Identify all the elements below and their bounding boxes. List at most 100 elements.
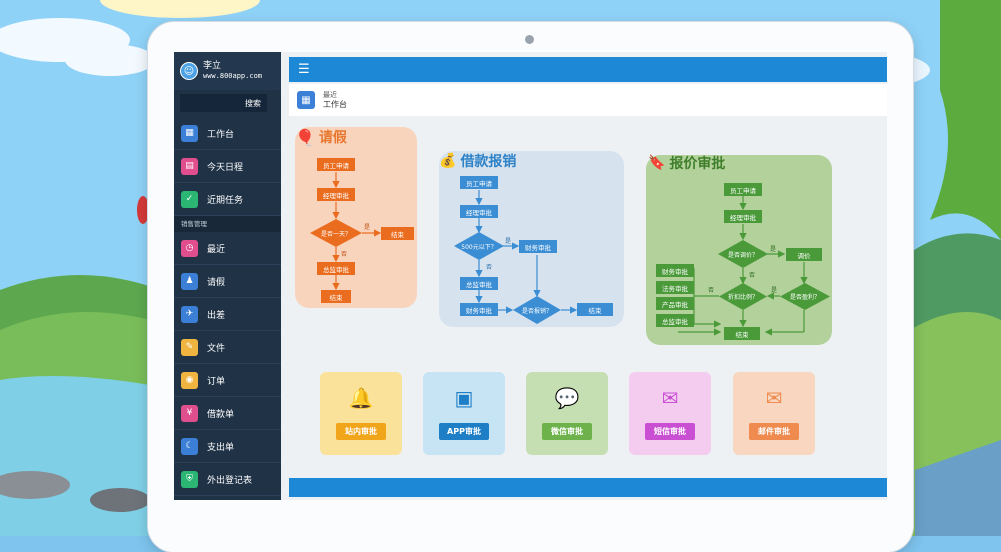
approval-card-button[interactable]: 微信审批: [542, 423, 592, 440]
order-icon: ◉: [181, 371, 198, 389]
loan-step-finance2: 财务审批: [460, 303, 498, 316]
balloon-icon: 🎈: [295, 127, 315, 147]
quote-flow-title: 🔖报价审批: [648, 153, 725, 173]
sidebar-item-label: 支出单: [207, 442, 235, 453]
quote-step-discount: 折扣比例？: [719, 283, 767, 310]
leave-decision-text: 是否一天？: [320, 230, 351, 238]
loan-step-end: 结束: [577, 303, 613, 316]
outing-icon: ⛨: [181, 470, 198, 488]
top-bar: ☰: [289, 57, 887, 82]
quote-decision-text: 是否调价？: [727, 251, 758, 259]
sidebar-item-file[interactable]: ✎文件: [174, 331, 281, 364]
sidebar-section-title: 销售管理: [174, 216, 281, 232]
quote-label-no1: 否: [749, 272, 756, 279]
sidebar-item-label: 工作台: [207, 129, 235, 140]
loan-step-director: 总监审批: [460, 277, 498, 290]
loan-step-apply: 员工申请: [460, 176, 498, 189]
quote-title-text: 报价审批: [669, 156, 726, 172]
quote-step-manager: 经理审批: [724, 210, 762, 223]
search-input[interactable]: 搜索: [180, 94, 267, 112]
sidebar-item-expense[interactable]: ☾ 支出单: [174, 430, 281, 463]
approval-card-button[interactable]: APP审批: [439, 423, 489, 440]
loan-label-yes: 是: [505, 238, 512, 245]
approval-card-bell[interactable]: 🔔站内审批: [320, 372, 402, 455]
quote-step-apply: 员工申请: [724, 183, 762, 196]
sidebar-item-outing[interactable]: ⛨ 外出登记表: [174, 463, 281, 496]
sidebar-item-loan[interactable]: ¥ 借款单: [174, 397, 281, 430]
sidebar-item-clock[interactable]: ◷最近: [174, 232, 281, 265]
quote-step-adjust: 调价: [786, 248, 822, 261]
approval-card-button[interactable]: 站内审批: [336, 423, 386, 440]
sidebar-item-label: 最近: [207, 244, 226, 255]
sidebar-item-label: 近期任务: [207, 195, 244, 206]
leave-step-end2: 结束: [321, 290, 351, 303]
search-label: 搜索: [245, 98, 261, 108]
wechat-icon: 💬: [554, 386, 580, 410]
menu-icon[interactable]: ☰: [298, 62, 310, 77]
approval-card-button[interactable]: 短信审批: [645, 423, 695, 440]
approval-card-wechat[interactable]: 💬 微信审批: [526, 372, 608, 455]
bottom-bar: [289, 478, 887, 497]
quote-step-director: 总监审批: [656, 314, 694, 327]
sidebar-item-order[interactable]: ◉订单: [174, 364, 281, 397]
user-profile[interactable]: ☺ 李立 www.800app.com: [174, 52, 281, 90]
task-icon: ✓: [181, 190, 198, 208]
loan-label-no: 否: [486, 264, 493, 271]
stamp-icon: 🔖: [648, 155, 666, 171]
approval-card-button[interactable]: 邮件审批: [749, 423, 799, 440]
loan-flow-title: 💰借款报销: [439, 151, 516, 171]
loan-icon: ¥: [181, 404, 198, 422]
loan-step-finance1: 财务审批: [519, 240, 557, 253]
loan-step-manager: 经理审批: [460, 205, 498, 218]
approval-card-app[interactable]: ▣ APP审批: [423, 372, 505, 455]
sidebar-item-calendar[interactable]: ▤今天日程: [174, 150, 281, 183]
approval-card-mail[interactable]: ✉ 邮件审批: [733, 372, 815, 455]
loan-decision2-text: 是否报销？: [521, 307, 552, 315]
app-screen: ☺ 李立 www.800app.com 搜索 ▦ 工作台 ▤今天日程 ✓ 近期任务 销售…: [174, 52, 887, 500]
money-bag-icon: 💰: [439, 153, 457, 169]
loan-decision-text: 500元以下？: [461, 243, 497, 251]
quote-label-no2: 否: [708, 287, 715, 294]
trip-icon: ✈: [181, 305, 198, 323]
expense-icon: ☾: [181, 437, 198, 455]
quote-label-yes1: 是: [770, 246, 777, 253]
leave-step-end1: 结束: [381, 227, 414, 240]
camera-icon: [525, 35, 534, 44]
leave-flow-title: 🎈请假: [295, 127, 347, 147]
workbench-icon: ▦: [181, 124, 198, 142]
quote-discount-text: 折扣比例？: [727, 294, 758, 301]
sidebar-item-label: 请假: [207, 277, 226, 288]
breadcrumb-parent[interactable]: 最近: [323, 90, 337, 99]
sidebar-item-workbench[interactable]: ▦ 工作台: [174, 117, 281, 150]
loan-step-decision: 500元以下？: [454, 232, 504, 260]
quote-label-yes2: 是: [771, 287, 778, 294]
sidebar: ☺ 李立 www.800app.com 搜索 ▦ 工作台 ▤今天日程 ✓ 近期任务 销售…: [174, 52, 281, 500]
quote-step-finance: 财务审批: [656, 264, 694, 277]
loan-step-decision2: 是否报销？: [513, 296, 561, 324]
sidebar-item-leave[interactable]: ♟请假: [174, 265, 281, 298]
leave-step-director: 总监审批: [317, 262, 355, 275]
sidebar-item-label: 今天日程: [207, 162, 244, 173]
avatar: ☺: [180, 62, 198, 80]
sidebar-item-trip[interactable]: ✈ 出差: [174, 298, 281, 331]
leave-title-text: 请假: [318, 130, 347, 146]
leave-step-manager: 经理审批: [317, 188, 355, 201]
sidebar-item-label: 借款单: [207, 409, 235, 420]
loan-title-text: 借款报销: [460, 154, 517, 170]
quote-profit-text: 是否盈利？: [789, 294, 820, 301]
sidebar-item-label: 出差: [207, 310, 226, 321]
breadcrumb: ▦ 最近 工作台: [289, 84, 887, 116]
leave-label-yes: 是: [364, 224, 371, 231]
mail-icon: ✉: [765, 386, 783, 410]
quote-step-product: 产品审批: [656, 297, 694, 310]
sidebar-item-label: 文件: [207, 343, 226, 354]
app-icon: ▣: [454, 386, 474, 410]
quote-step-legal: 法务审批: [656, 281, 694, 294]
breadcrumb-current: 工作台: [323, 99, 347, 109]
approval-card-sms[interactable]: ✉短信审批: [629, 372, 711, 455]
user-name: 李立: [203, 61, 222, 71]
sidebar-item-task[interactable]: ✓ 近期任务: [174, 183, 281, 216]
sidebar-item-label: 外出登记表: [207, 475, 253, 486]
leave-flow-panel: [295, 127, 417, 308]
leave-step-decision: 是否一天？: [310, 219, 362, 247]
